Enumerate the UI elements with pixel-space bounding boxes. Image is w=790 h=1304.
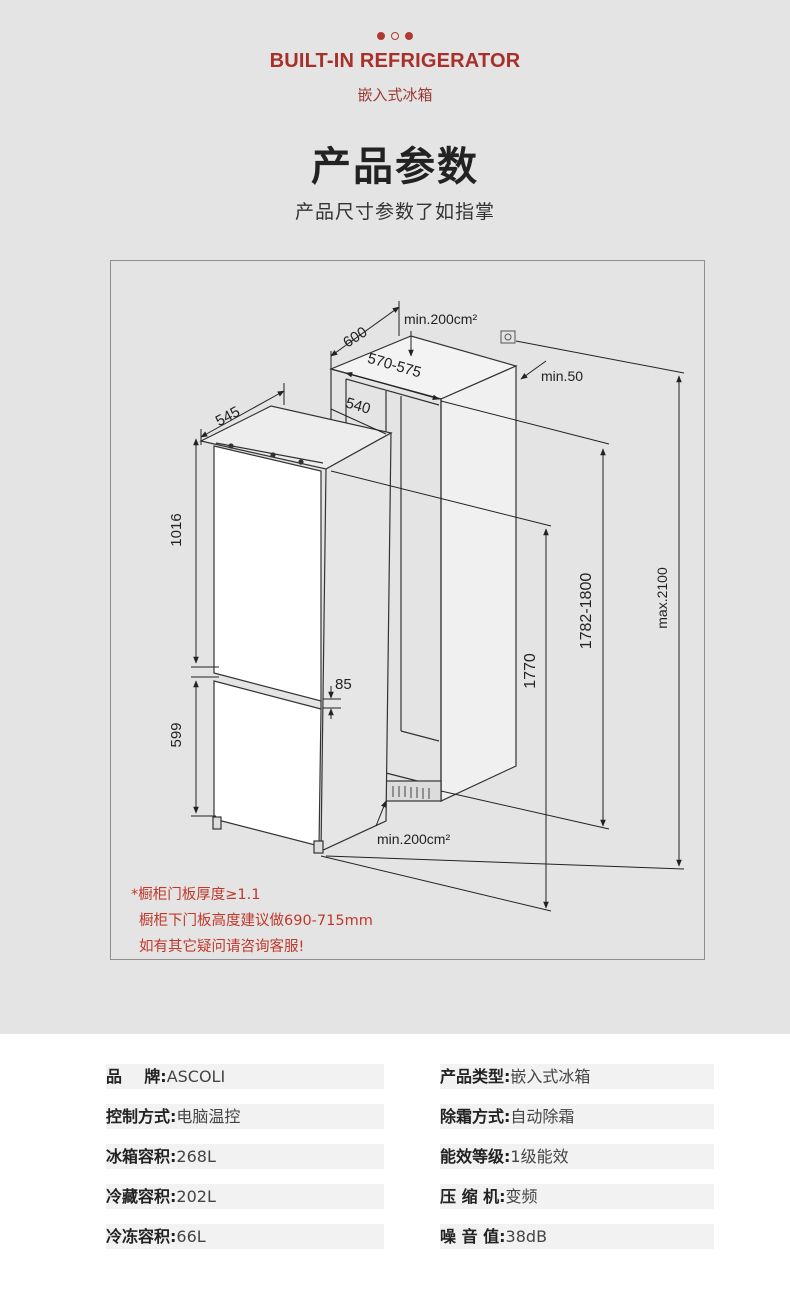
dim-600-label: 600 [340, 324, 370, 352]
dim-599-label: 599 [168, 722, 185, 747]
dimension-diagram: 600 min.200cm² 570-575 min.50 545 540 10… [110, 260, 705, 960]
dot-ring-icon [391, 32, 399, 40]
spec-defrost: 除霜方式:自动除霜 [440, 1104, 714, 1129]
dim-540-label: 540 [344, 395, 373, 418]
spec-freezer-volume: 冷冻容积:66L [106, 1224, 384, 1249]
decorative-dots [0, 32, 790, 42]
vent-icon [500, 330, 516, 344]
dim-max2100-label: max.2100 [654, 567, 670, 629]
dot-filled-icon [405, 32, 413, 40]
spec-control: 控制方式:电脑温控 [106, 1104, 384, 1129]
vent-top-label: min.200cm² [404, 311, 477, 327]
dim-85-label: 85 [335, 676, 352, 693]
spec-product-type: 产品类型:嵌入式冰箱 [440, 1064, 714, 1089]
page-subheading: 产品尺寸参数了如指掌 [294, 201, 495, 223]
spec-compressor: 压 缩 机:变频 [440, 1184, 714, 1209]
min50-label: min.50 [541, 368, 583, 384]
dot-filled-icon [377, 32, 385, 40]
product-parameters-section: BUILT-IN REFRIGERATOR 嵌入式冰箱 产品参数 产品尺寸参数了… [0, 0, 790, 1034]
note-line-1: *橱柜门板厚度≥1.1 [131, 887, 261, 903]
dim-1782-1800-label: 1782-1800 [578, 573, 595, 650]
fridge-body [199, 405, 393, 854]
category-title-cn: 嵌入式冰箱 [357, 86, 433, 104]
vent-bottom-label: min.200cm² [377, 831, 450, 847]
dim-1770-label: 1770 [522, 653, 539, 689]
spec-energy-class: 能效等级:1级能效 [440, 1144, 714, 1169]
dim-1016-label: 1016 [168, 513, 185, 546]
page-heading: 产品参数 [311, 144, 479, 190]
category-title-en: BUILT-IN REFRIGERATOR [269, 50, 521, 72]
note-line-3: 如有其它疑问请咨询客服! [139, 939, 305, 955]
spec-noise: 噪 音 值:38dB [440, 1224, 714, 1249]
spec-brand: 品 牌:ASCOLI [106, 1064, 384, 1089]
spec-fridge-volume: 冷藏容积:202L [106, 1184, 384, 1209]
spec-total-volume: 冰箱容积:268L [106, 1144, 384, 1169]
note-line-2: 橱柜下门板高度建议做690-715mm [139, 913, 373, 929]
